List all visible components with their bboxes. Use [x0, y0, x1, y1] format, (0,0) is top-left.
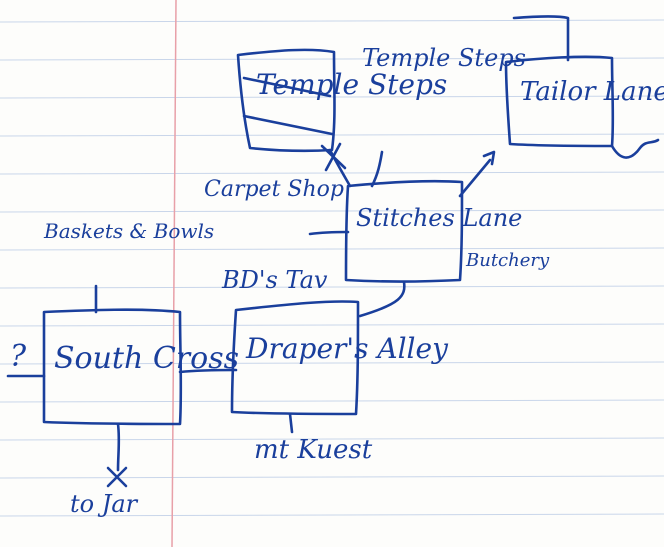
drapers-alley-label: Draper's Alley — [245, 332, 449, 365]
stitches-lane-label: Stitches Lane — [356, 204, 522, 232]
tailor-lane-label: Tailor Lane — [520, 77, 664, 107]
carpet-shop-note: Carpet Shop — [204, 177, 344, 202]
question-mark-note: ? — [10, 339, 27, 374]
bds-tav-note: BD's Tav — [221, 266, 328, 294]
ruled-lines — [0, 19, 664, 517]
temple-steps-crossed-box — [236, 48, 336, 153]
connectors — [6, 15, 660, 488]
strike-line-2 — [242, 114, 334, 136]
drapers-alley-box — [230, 300, 360, 416]
south-cross-label: South Cross — [54, 341, 239, 376]
stitches-lane-box — [344, 179, 464, 283]
baskets-and-bowls-note: Baskets & Bowls — [43, 219, 214, 243]
temple-steps-crossed-line1: Temple Steps — [256, 68, 447, 101]
mt-kuest-note: mt Kuest — [254, 435, 373, 465]
temple-steps-label: Temple Steps — [362, 44, 526, 72]
south-cross-box — [42, 308, 183, 426]
strike-line-1 — [242, 76, 332, 98]
margin-line — [171, 0, 177, 547]
to-jar-note: to Jar — [70, 490, 139, 518]
butchery-note: Butchery — [465, 250, 550, 271]
